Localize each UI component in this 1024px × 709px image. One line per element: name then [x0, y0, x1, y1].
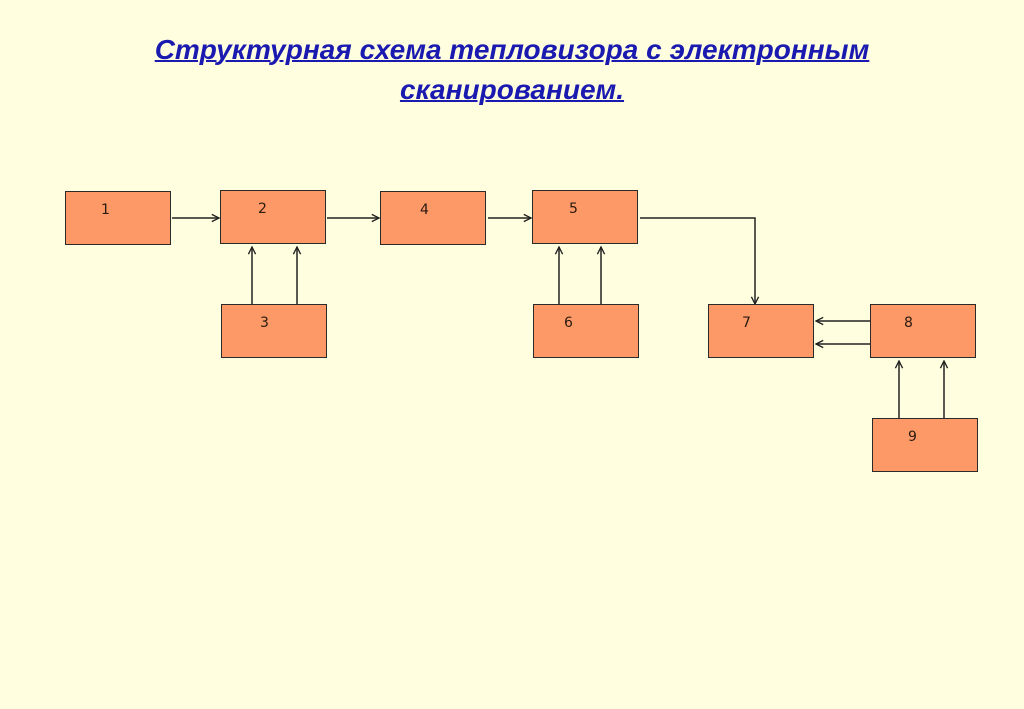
block-label: 6 — [564, 315, 573, 331]
block-label: 4 — [420, 202, 429, 218]
page-title: Структурная схема тепловизора с электрон… — [0, 30, 1024, 110]
block-label: 9 — [908, 429, 917, 445]
block-label: 7 — [742, 315, 751, 331]
block-5: 5 — [532, 190, 638, 244]
block-1: 1 — [65, 191, 171, 245]
title-line-1: Структурная схема тепловизора с электрон… — [154, 34, 870, 65]
block-8: 8 — [870, 304, 976, 358]
block-label: 2 — [258, 201, 267, 217]
block-2: 2 — [220, 190, 326, 244]
block-label: 5 — [569, 201, 578, 217]
block-label: 8 — [904, 315, 913, 331]
block-label: 3 — [260, 315, 269, 331]
block-4: 4 — [380, 191, 486, 245]
title-line-2: сканированием. — [399, 74, 625, 105]
arrow-5-to-7 — [640, 217, 755, 304]
block-label: 1 — [101, 202, 110, 218]
block-3: 3 — [221, 304, 327, 358]
block-9: 9 — [872, 418, 978, 472]
block-7: 7 — [708, 304, 814, 358]
block-6: 6 — [533, 304, 639, 358]
